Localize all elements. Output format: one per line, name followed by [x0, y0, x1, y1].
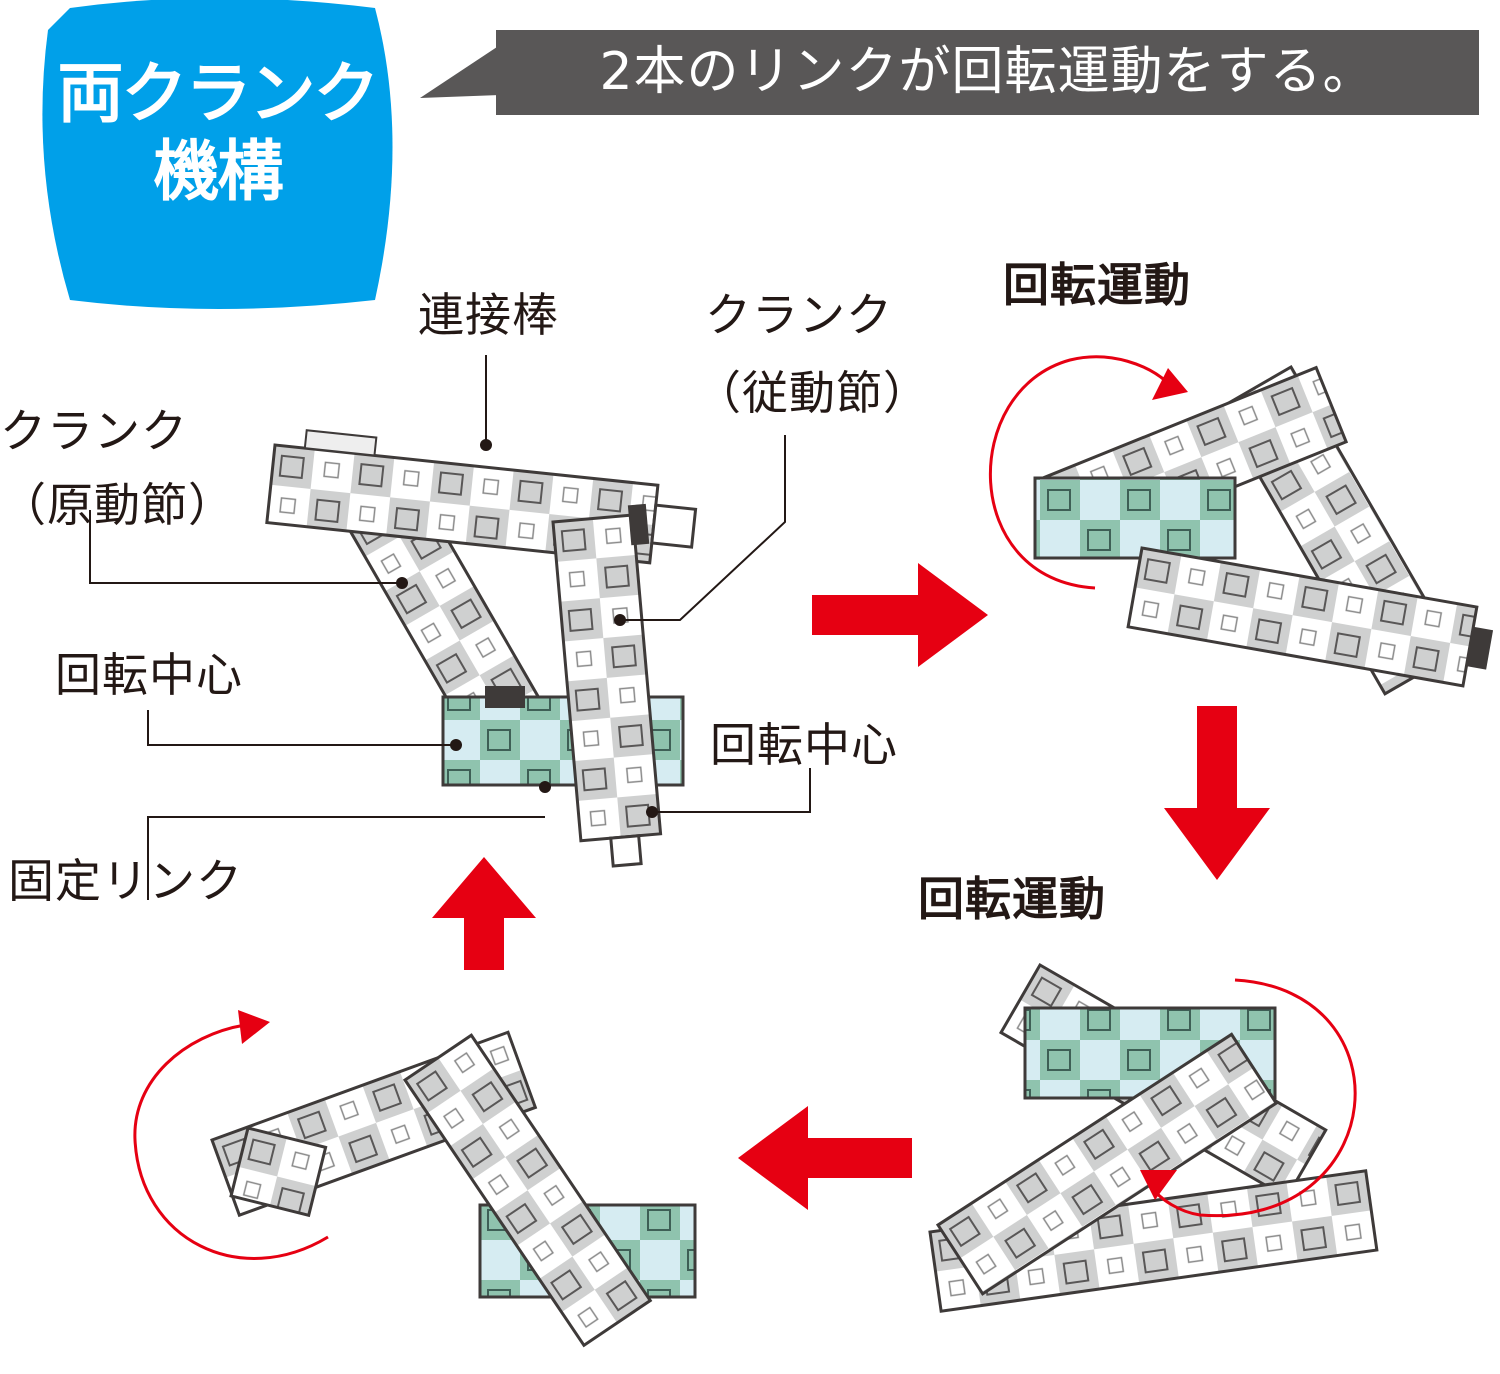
arrow-left: [738, 1106, 912, 1210]
title-badge: 両クランク 機構: [40, 55, 395, 211]
arrow-down: [1164, 706, 1270, 880]
label-pivot-left: 回転中心: [55, 648, 243, 702]
label-rotation-bottom: 回転運動: [918, 872, 1106, 926]
rotation-arc-3: [133, 1010, 329, 1260]
leader-dots: [396, 439, 658, 818]
caption-bubble: [420, 30, 1479, 115]
label-rotation-top: 回転運動: [1003, 258, 1191, 312]
leader-lines: [89, 355, 811, 900]
label-connecting-rod: 連接棒: [418, 288, 559, 342]
label-crank-driven-note: （従動節）: [695, 366, 930, 420]
mechanism-main: [265, 429, 698, 868]
rotation-arc-2: [1140, 978, 1357, 1218]
rotation-arc-1: [988, 355, 1188, 590]
title-line-1: 両クランク: [57, 55, 380, 132]
crank-driven-link: [551, 503, 663, 868]
label-fixed-link: 固定リンク: [8, 854, 243, 908]
title-line-2: 機構: [153, 133, 284, 210]
label-crank-driver: クランク: [0, 404, 188, 458]
label-pivot-right: 回転中心: [710, 718, 898, 772]
label-crank-driven: クランク: [705, 288, 893, 342]
arrow-right: [812, 563, 988, 667]
mechanism-state-3: [928, 962, 1379, 1313]
caption: 2本のリンクが回転運動をする。: [599, 42, 1376, 102]
arrow-up: [432, 857, 536, 970]
mechanism-state-4: [210, 1030, 697, 1348]
title-badge-shape: [42, 0, 393, 309]
label-crank-driver-note: （原動節）: [0, 478, 235, 532]
mechanism-state-2: [1033, 364, 1494, 696]
